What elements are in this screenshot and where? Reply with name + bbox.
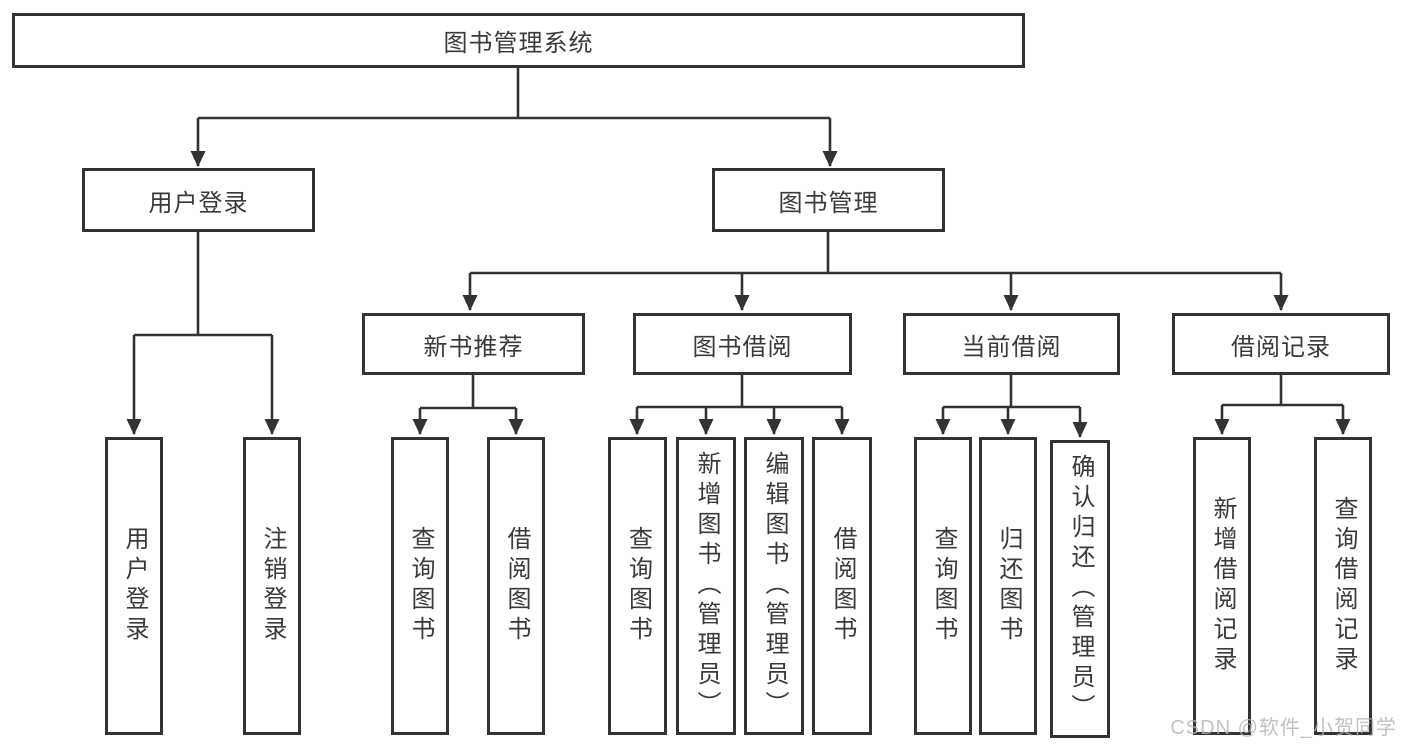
node-label-book-management: 图书管理 bbox=[778, 189, 879, 217]
diagram-node-library-management-system: 图书管理系统 bbox=[12, 13, 1025, 68]
diagram-node-query-books-recommend: 查询图书 bbox=[391, 437, 449, 735]
diagram-node-borrow-books: 借阅图书 bbox=[812, 437, 872, 735]
diagram-node-edit-books-admin: 编辑图书（管理员） bbox=[744, 437, 804, 735]
diagram-node-logout-action: 注销登录 bbox=[243, 437, 301, 735]
diagram-node-confirm-return-admin: 确认归还（管理员） bbox=[1050, 440, 1110, 738]
diagram-node-borrow-books-recommend: 借阅图书 bbox=[487, 437, 545, 735]
diagram-node-new-book-recommend: 新书推荐 bbox=[362, 313, 585, 375]
diagram-node-user-login-action: 用户登录 bbox=[105, 437, 163, 735]
node-label-query-books-borrowing: 查询图书 bbox=[624, 526, 652, 646]
diagram-node-book-borrowing: 图书借阅 bbox=[633, 313, 852, 375]
diagram-node-query-borrow-record: 查询借阅记录 bbox=[1314, 437, 1372, 735]
node-label-add-books-admin: 新增图书（管理员） bbox=[693, 451, 720, 721]
node-label-edit-books-admin: 编辑图书（管理员） bbox=[761, 451, 788, 721]
diagram-node-book-management: 图书管理 bbox=[712, 168, 945, 232]
node-label-user-login-action: 用户登录 bbox=[121, 526, 148, 646]
node-label-return-books: 归还图书 bbox=[995, 526, 1022, 646]
watermark-text: CSDN @软件_小贺同学 bbox=[1170, 717, 1397, 739]
diagram-node-query-books-borrowing: 查询图书 bbox=[608, 437, 667, 735]
diagram-node-query-books-current: 查询图书 bbox=[914, 437, 972, 735]
node-label-borrow-books-recommend: 借阅图书 bbox=[503, 526, 530, 646]
node-label-query-books-current: 查询图书 bbox=[930, 526, 957, 646]
node-label-book-borrowing: 图书借阅 bbox=[692, 333, 793, 361]
node-label-add-borrow-record: 新增借阅记录 bbox=[1209, 496, 1236, 676]
node-label-logout-action: 注销登录 bbox=[259, 526, 286, 646]
diagram-node-borrowing-records: 借阅记录 bbox=[1172, 313, 1390, 375]
node-label-query-borrow-record: 查询借阅记录 bbox=[1330, 496, 1357, 676]
node-label-library-management-system: 图书管理系统 bbox=[443, 30, 594, 57]
node-label-user-login: 用户登录 bbox=[148, 189, 249, 217]
node-label-new-book-recommend: 新书推荐 bbox=[423, 333, 524, 361]
node-label-borrowing-records: 借阅记录 bbox=[1231, 333, 1331, 361]
diagram-node-current-borrowing: 当前借阅 bbox=[903, 313, 1120, 375]
diagram-node-add-books-admin: 新增图书（管理员） bbox=[676, 437, 736, 735]
diagram-node-return-books: 归还图书 bbox=[979, 437, 1037, 735]
diagram-node-user-login: 用户登录 bbox=[82, 168, 315, 232]
node-label-confirm-return-admin: 确认归还（管理员） bbox=[1067, 454, 1094, 724]
node-label-query-books-recommend: 查询图书 bbox=[407, 526, 434, 646]
diagram-node-add-borrow-record: 新增借阅记录 bbox=[1193, 437, 1251, 735]
node-label-borrow-books: 借阅图书 bbox=[829, 526, 856, 646]
node-label-current-borrowing: 当前借阅 bbox=[961, 333, 1062, 361]
